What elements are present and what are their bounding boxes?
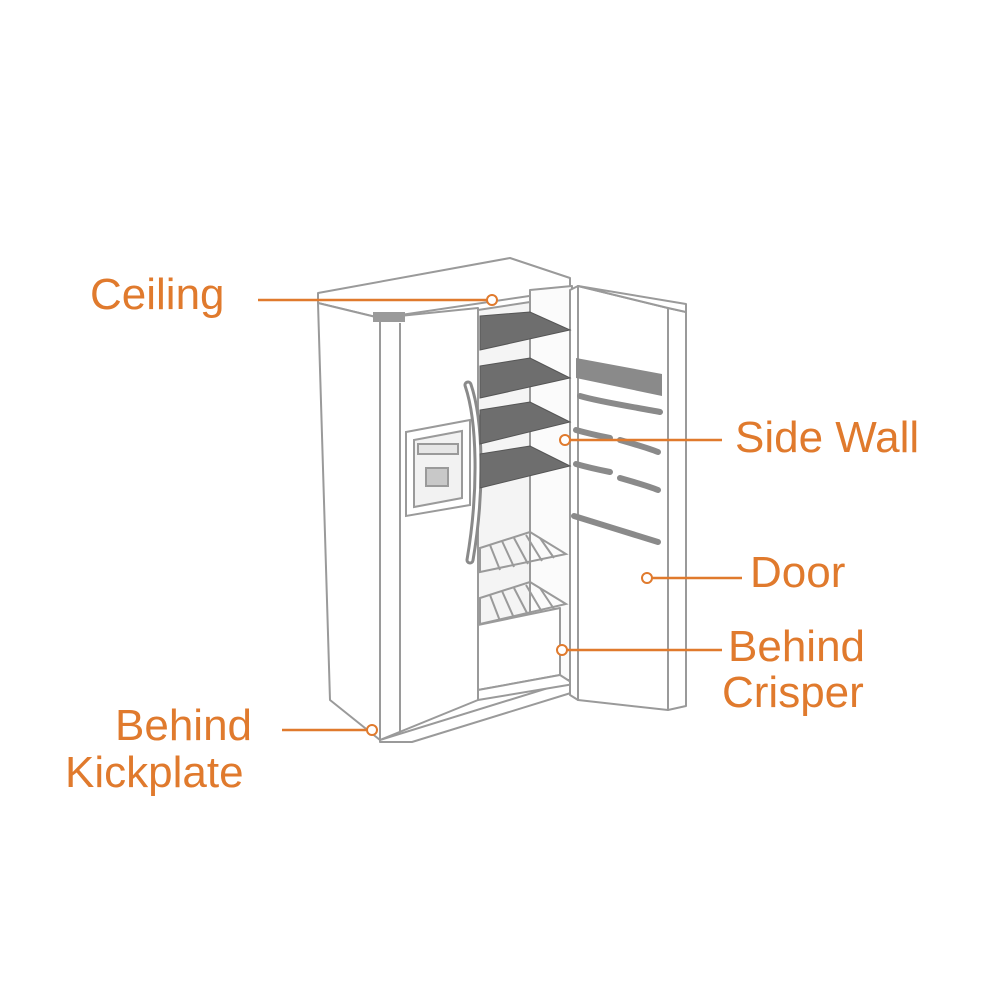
top-vent [373,312,405,322]
label-door: Door [750,548,846,597]
label-behind-kickplate-line1: Behind [115,701,253,750]
label-side-wall: Side Wall [735,413,920,462]
door-point [641,572,653,584]
cabinet-left-side [317,302,381,741]
behind-kickplate-point [366,724,378,736]
open-door-edge [569,285,579,701]
open-door [577,285,669,711]
door-top-bin [576,358,662,396]
ceiling-point [486,294,498,306]
label-behind-kickplate-line2: Kickplate [65,748,244,797]
freezer-door [379,307,479,741]
wire-shelves [479,530,569,626]
side-wall-point [559,434,571,446]
label-behind-crisper-line2: Crisper [722,668,864,717]
glass-shelves [479,311,572,489]
behind-crisper-point [556,644,568,656]
callouts [258,294,742,736]
label-behind-crisper-line1: Behind [728,622,866,671]
dispenser [405,418,471,518]
label-ceiling: Ceiling [90,270,225,319]
